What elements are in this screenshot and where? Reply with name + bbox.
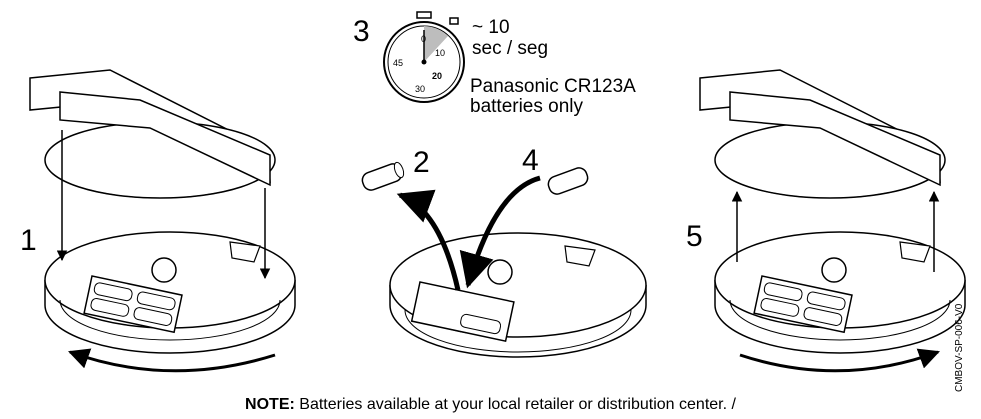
arrow-remove-battery	[396, 189, 461, 291]
step-3-label: 3	[353, 15, 370, 48]
note-label: NOTE:	[245, 396, 295, 413]
battery-new-icon	[547, 167, 589, 195]
ceiling-mount-left	[29, 69, 276, 199]
detector-body-left	[44, 231, 296, 354]
timer-mark-20: 20	[432, 71, 442, 81]
timer-mark-30: 30	[415, 84, 425, 94]
note-text: Batteries available at your local retail…	[299, 396, 736, 413]
battery-restriction: batteries only	[470, 96, 584, 117]
battery-type: Panasonic CR123A	[470, 76, 636, 97]
ceiling-mount-right	[699, 69, 946, 199]
timer-duration: ~ 10	[472, 17, 510, 38]
timer-mark-10: 10	[435, 48, 445, 58]
rotate-arrow-left	[68, 348, 276, 373]
timer-mark-0: 0	[421, 34, 426, 44]
timer-mark-45: 45	[393, 58, 403, 68]
timer-unit: sec / seg	[472, 38, 548, 59]
step-5-label: 5	[686, 220, 703, 253]
document-code: CMBOV-SP-006-V0	[954, 303, 965, 392]
detector-body-right	[714, 231, 966, 354]
note-line: NOTE: Batteries available at your local …	[0, 396, 981, 414]
step-2-label: 2	[413, 146, 430, 179]
arrow-insert-battery	[459, 175, 541, 289]
stopwatch-icon: 0 10 20 45 30	[383, 11, 465, 103]
detector-body-center	[389, 232, 647, 358]
rotate-arrow-right	[739, 348, 940, 373]
battery-removed-icon	[361, 161, 405, 191]
step-1-label: 1	[20, 224, 37, 257]
step-4-label: 4	[522, 144, 539, 177]
